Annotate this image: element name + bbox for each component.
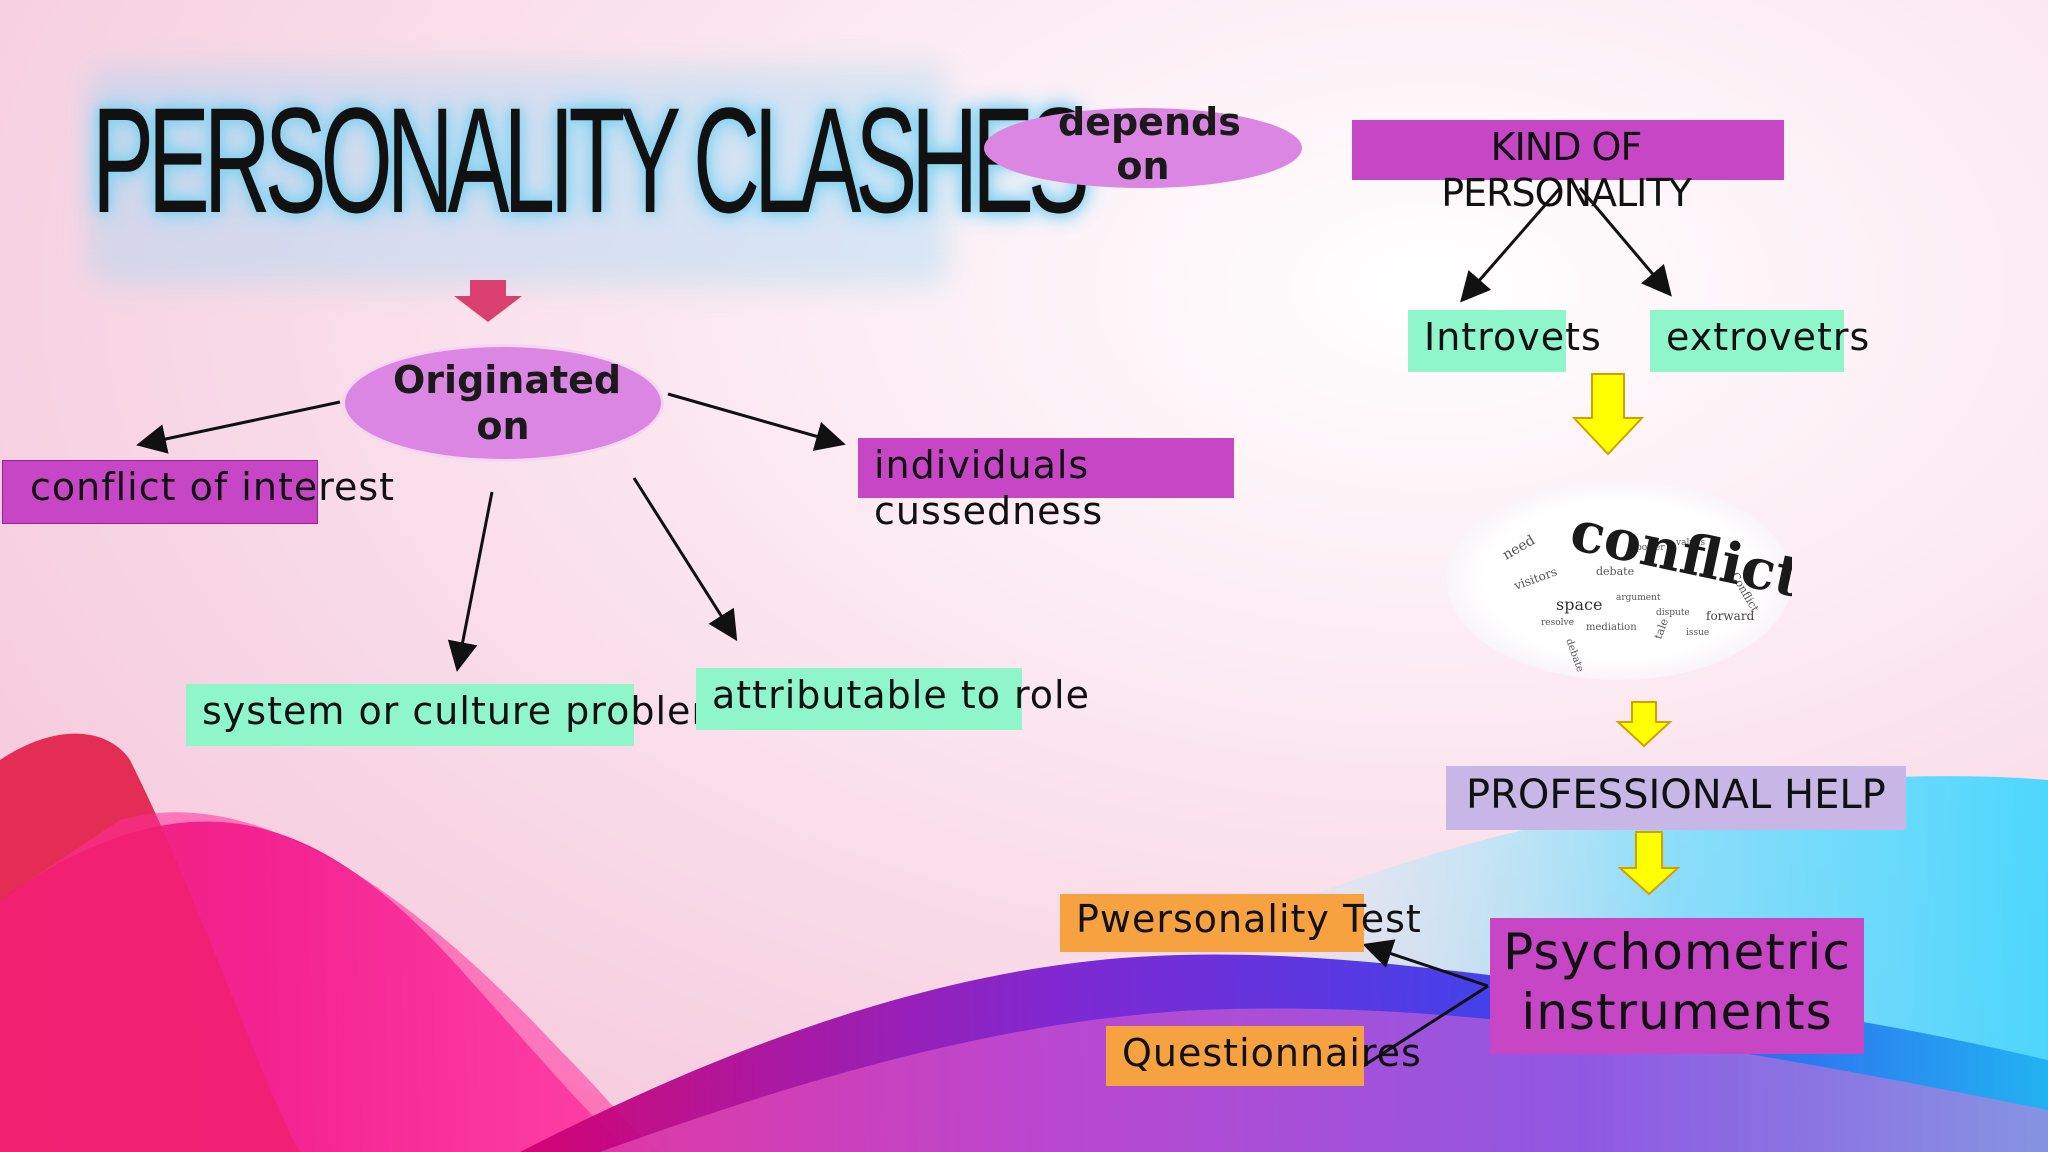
personality-test-label: Pwersonality Test <box>1076 897 1422 941</box>
psychometric-instruments-label: Psychometric instruments <box>1503 923 1851 1041</box>
depends-on-label: depends on <box>1058 100 1241 188</box>
red-down-arrow <box>454 280 522 322</box>
individuals-cussedness-label: individuals cussedness <box>874 443 1104 533</box>
questionnaires-box <box>1106 1026 1364 1086</box>
title-glow <box>88 66 948 286</box>
personality-test-box <box>1060 894 1364 952</box>
svg-text:dispute: dispute <box>1656 608 1690 618</box>
arrow-to-extroverts <box>1578 187 1672 297</box>
professional-help-label: PROFESSIONAL HELP <box>1466 772 1886 818</box>
attributable-label: attributable to role <box>712 673 1090 717</box>
arrow-to-introverts <box>1460 187 1562 303</box>
line-to-questionnaires <box>1359 984 1489 1070</box>
yellow-arrow-3 <box>1617 831 1681 896</box>
arrow-to-conflict-of-interest <box>136 400 341 454</box>
svg-text:debate: debate <box>1563 637 1585 673</box>
conflict-of-interest-box <box>2 460 318 524</box>
originated-on-label: Originated on <box>393 358 622 448</box>
system-culture-box <box>186 684 634 746</box>
introverts-box <box>1408 310 1566 372</box>
svg-text:issue: issue <box>1686 628 1709 638</box>
svg-text:mediation: mediation <box>1586 622 1637 633</box>
conflict-cloud-word: conflict <box>1565 498 1792 611</box>
svg-text:tale: tale <box>1652 617 1671 641</box>
depends-on-ellipse: depends on <box>984 100 1302 188</box>
svg-text:debate: debate <box>1596 565 1634 578</box>
svg-text:resolve: resolve <box>1541 618 1574 628</box>
svg-text:argument: argument <box>1616 593 1661 603</box>
word-cloud-graphic: need visitors space debate tale forward … <box>1500 498 1808 674</box>
svg-text:forward: forward <box>1706 609 1755 623</box>
kind-of-personality-box <box>1352 120 1784 180</box>
professional-help-box <box>1446 766 1906 830</box>
individuals-cussedness-box <box>858 438 1234 498</box>
arrow-to-system-culture <box>447 491 494 672</box>
extroverts-label: extrovetrs <box>1666 315 1871 359</box>
svg-text:visitors: visitors <box>1511 564 1559 593</box>
arrow-to-attributable <box>632 477 738 642</box>
conflict-word-cloud: need visitors space debate tale forward … <box>1446 480 1808 680</box>
system-culture-label: system or culture problems <box>202 689 751 733</box>
svg-text:space: space <box>1556 595 1602 614</box>
introverts-label: Introvets <box>1424 315 1602 359</box>
psychometric-instruments-box <box>1490 918 1864 1054</box>
conflict-of-interest-label: conflict of interest <box>30 465 396 509</box>
questionnaires-label: Questionnaires <box>1122 1031 1422 1075</box>
extroverts-box <box>1650 310 1844 372</box>
yellow-arrow-2 <box>1615 701 1673 748</box>
svg-text:values: values <box>1675 538 1705 548</box>
kind-of-personality-label: KIND OF PERSONALITY <box>1441 125 1692 215</box>
svg-text:power: power <box>1636 543 1665 553</box>
originated-on-ellipse: Originated on <box>342 344 664 462</box>
arrow-to-individuals <box>667 392 846 451</box>
yellow-arrow-1 <box>1571 373 1645 456</box>
arrow-to-personality-test <box>1362 939 1489 988</box>
svg-text:need: need <box>1500 532 1538 563</box>
attributable-box <box>696 668 1022 730</box>
